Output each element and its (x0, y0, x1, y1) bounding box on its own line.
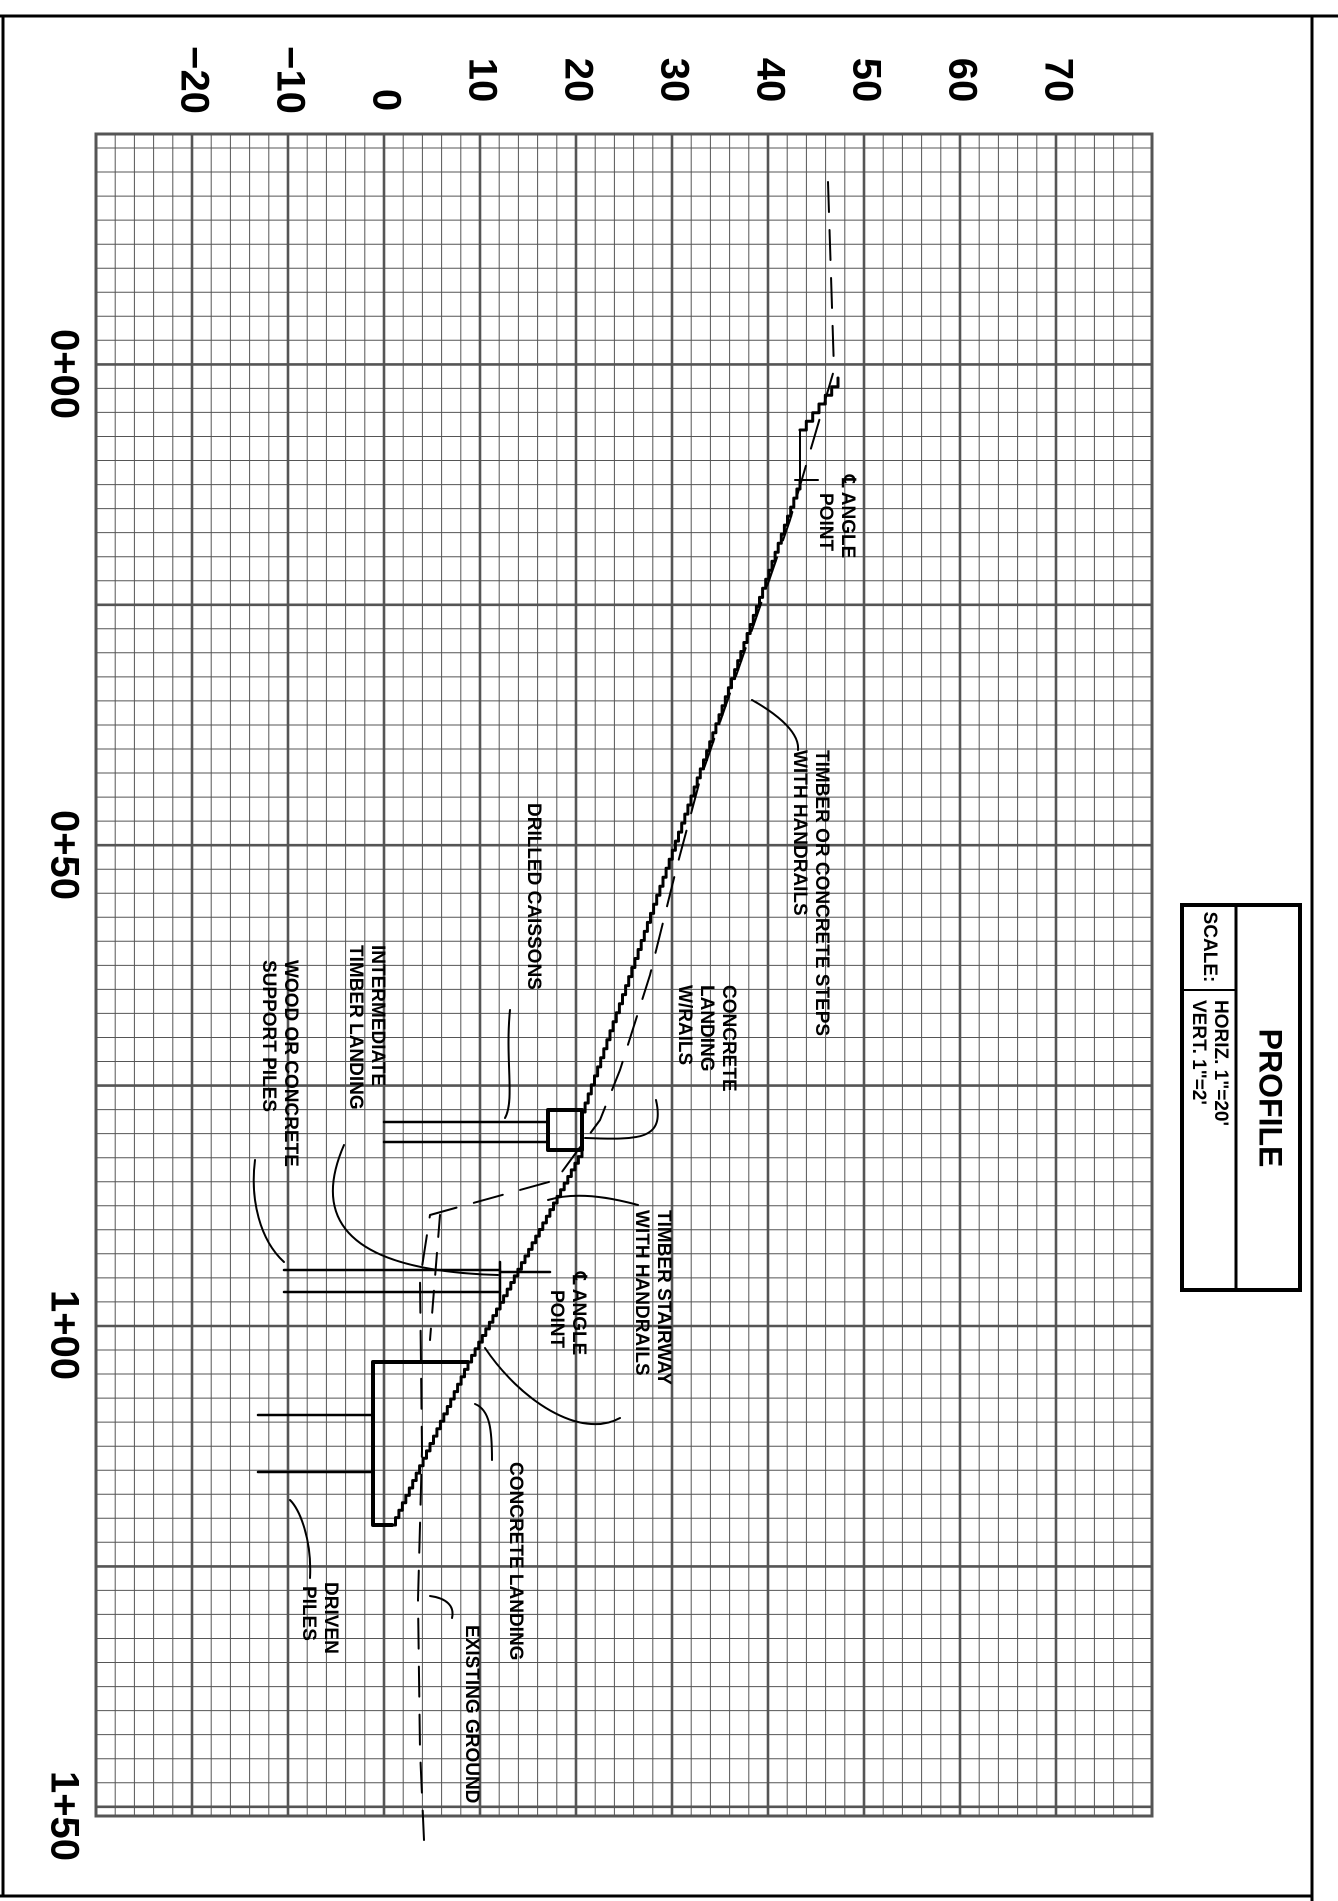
svg-text:EXISTING GROUND: EXISTING GROUND (461, 1625, 482, 1803)
title-block-horiz-scale: HORIZ. 1"=20' (1210, 1000, 1231, 1126)
leader-timber-stairway-lower (484, 1347, 621, 1426)
station-label-0-00: 0+00 (42, 329, 86, 419)
svg-text:WITH HANDRAILS: WITH HANDRAILS (789, 750, 810, 916)
leader-timber-concrete-steps (751, 699, 800, 751)
title-block-title: PROFILE (1253, 1029, 1289, 1168)
timber-stairway-profile (466, 1148, 584, 1364)
svg-text:TIMBER STAIRWAY: TIMBER STAIRWAY (653, 1210, 674, 1385)
svg-text:℄ ANGLE: ℄ ANGLE (837, 474, 858, 558)
sheet-border (0, 14, 1338, 1901)
elevation-label-40: 40 (748, 58, 792, 103)
leader-concrete-landing (474, 1403, 493, 1461)
grid-border (94, 132, 1154, 1818)
svg-text:PILES: PILES (298, 1586, 319, 1641)
svg-text:℄ ANGLE: ℄ ANGLE (568, 1271, 589, 1355)
concrete-landing-rails-box (546, 1108, 584, 1152)
svg-text:POINT: POINT (546, 1290, 567, 1348)
annotation-drilled-caissons: DRILLED CAISSONS (523, 803, 544, 990)
svg-text:POINT: POINT (815, 493, 836, 551)
station-axis-labels: 0+00 0+50 1+00 1+50 (42, 329, 86, 1861)
svg-text:DRIVEN: DRIVEN (320, 1582, 341, 1654)
timber-concrete-steps-profile (580, 376, 840, 1114)
title-block-vert-scale: VERT. 1"=2' (1188, 1000, 1209, 1105)
annotation-timber-stairway: TIMBER STAIRWAY WITH HANDRAILS (631, 1210, 674, 1385)
svg-text:LANDING: LANDING (696, 985, 717, 1072)
svg-text:TIMBER LANDING: TIMBER LANDING (345, 945, 366, 1110)
existing-ground-line-lower (429, 1214, 441, 1341)
svg-text:DRILLED CAISSONS: DRILLED CAISSONS (523, 803, 544, 990)
leader-concrete-landing-rails (584, 1099, 659, 1140)
existing-ground-line (417, 181, 835, 1841)
elevation-label-minus20: −20 (172, 46, 216, 114)
svg-text:SUPPORT PILES: SUPPORT PILES (258, 960, 279, 1112)
svg-text:CONCRETE: CONCRETE (718, 985, 739, 1092)
elevation-axis-labels: 70 60 50 40 30 20 10 0 −10 −20 (172, 46, 1080, 114)
annotations: ℄ ANGLE POINT TIMBER OR CONCRETE STEPS W… (258, 474, 858, 1803)
leader-intermediate-landing (331, 1144, 499, 1276)
svg-text:WOOD OR CONCRETE: WOOD OR CONCRETE (280, 960, 301, 1167)
leader-support-piles (252, 1159, 285, 1263)
leader-existing-ground (429, 1595, 454, 1619)
leader-timber-stairway (547, 1194, 639, 1206)
concrete-landing-outline (371, 1360, 470, 1527)
svg-text:TIMBER OR CONCRETE STEPS: TIMBER OR CONCRETE STEPS (811, 750, 832, 1036)
svg-text:W/RAILS: W/RAILS (674, 985, 695, 1065)
leader-drilled-caissons (504, 1009, 511, 1119)
elevation-label-70: 70 (1036, 58, 1080, 103)
elevation-label-50: 50 (844, 58, 888, 103)
station-label-1-00: 1+00 (42, 1290, 86, 1380)
annotation-concrete-landing-rails: CONCRETE LANDING W/RAILS (674, 985, 739, 1092)
elevation-label-30: 30 (652, 58, 696, 103)
elevation-label-0: 0 (364, 89, 408, 111)
elevation-label-10: 10 (460, 58, 504, 103)
annotation-support-piles: WOOD OR CONCRETE SUPPORT PILES (258, 960, 301, 1167)
station-label-0-50: 0+50 (42, 810, 86, 900)
title-block: PROFILE SCALE: HORIZ. 1"=20' VERT. 1"=2' (1180, 903, 1302, 1292)
annotation-concrete-landing: CONCRETE LANDING (505, 1462, 526, 1660)
title-block-scale-label: SCALE: (1199, 912, 1220, 983)
annotation-intermediate-landing: INTERMEDIATE TIMBER LANDING (345, 945, 388, 1110)
annotation-angle-point-1: ℄ ANGLE POINT (815, 474, 858, 558)
concrete-landing-steps-profile (390, 1360, 470, 1527)
profile-grid (94, 132, 1154, 1818)
svg-text:WITH HANDRAILS: WITH HANDRAILS (631, 1210, 652, 1376)
leader-driven-piles (289, 1499, 312, 1579)
elevation-label-20: 20 (556, 58, 600, 103)
elevation-label-60: 60 (940, 58, 984, 103)
annotation-angle-point-2: ℄ ANGLE POINT (546, 1271, 589, 1355)
annotation-driven-piles: DRIVEN PILES (298, 1582, 341, 1654)
annotation-timber-concrete-steps: TIMBER OR CONCRETE STEPS WITH HANDRAILS (789, 750, 832, 1036)
annotation-existing-ground: EXISTING GROUND (461, 1625, 482, 1803)
svg-text:INTERMEDIATE: INTERMEDIATE (367, 945, 388, 1086)
profile-linework (252, 181, 840, 1841)
elevation-label-minus10: −10 (268, 46, 312, 114)
station-label-1-50: 1+50 (42, 1771, 86, 1861)
svg-text:CONCRETE LANDING: CONCRETE LANDING (505, 1462, 526, 1660)
